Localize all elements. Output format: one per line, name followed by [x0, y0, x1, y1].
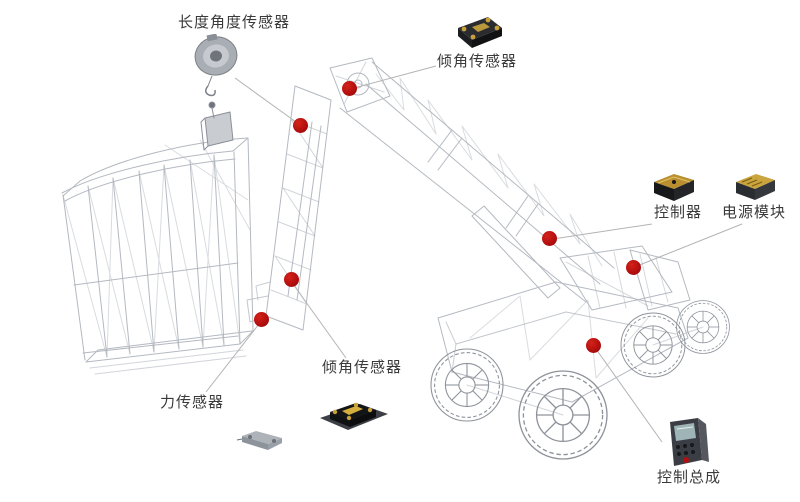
main-boom [339, 61, 615, 303]
leader-control-assembly [595, 348, 663, 443]
control-assembly-image [670, 418, 709, 466]
label-tilt-sensor-top: 倾角传感器 [437, 52, 518, 70]
controller-image [654, 174, 694, 201]
force-sensor-image [236, 431, 282, 450]
tilt-sensor-top-image [458, 17, 502, 48]
leader-tilt-sensor-bottom [292, 283, 347, 359]
tilt-sensor-bottom-image [320, 402, 388, 430]
marker-controller [541, 230, 557, 246]
marker-control-assembly [585, 337, 601, 353]
label-tilt-sensor-bottom: 倾角传感器 [322, 358, 403, 376]
chassis [437, 281, 704, 416]
marker-length-angle-sensor [292, 117, 308, 133]
platform-basket [61, 137, 254, 375]
label-control-assembly: 控制总成 [657, 468, 722, 486]
lift-cylinder [471, 205, 561, 299]
label-controller: 控制器 [654, 203, 703, 221]
marker-tilt-sensor-bottom [283, 271, 299, 287]
platform-console [200, 101, 234, 151]
leader-controller [552, 223, 653, 240]
power-module-image [736, 174, 775, 200]
leader-tilt-sensor-top [353, 65, 437, 89]
label-force-sensor: 力传感器 [160, 393, 225, 411]
leader-power-module [636, 223, 743, 267]
leader-force-sensor [205, 323, 260, 393]
marker-force-sensor [253, 311, 269, 327]
label-power-module: 电源模块 [722, 203, 787, 221]
label-length-angle-sensor: 长度角度传感器 [178, 13, 291, 31]
leader-length-angle-sensor [234, 77, 297, 123]
cable-reel-sensor-image [194, 34, 238, 97]
marker-power-module [625, 259, 641, 275]
marker-tilt-sensor-top [341, 80, 357, 96]
